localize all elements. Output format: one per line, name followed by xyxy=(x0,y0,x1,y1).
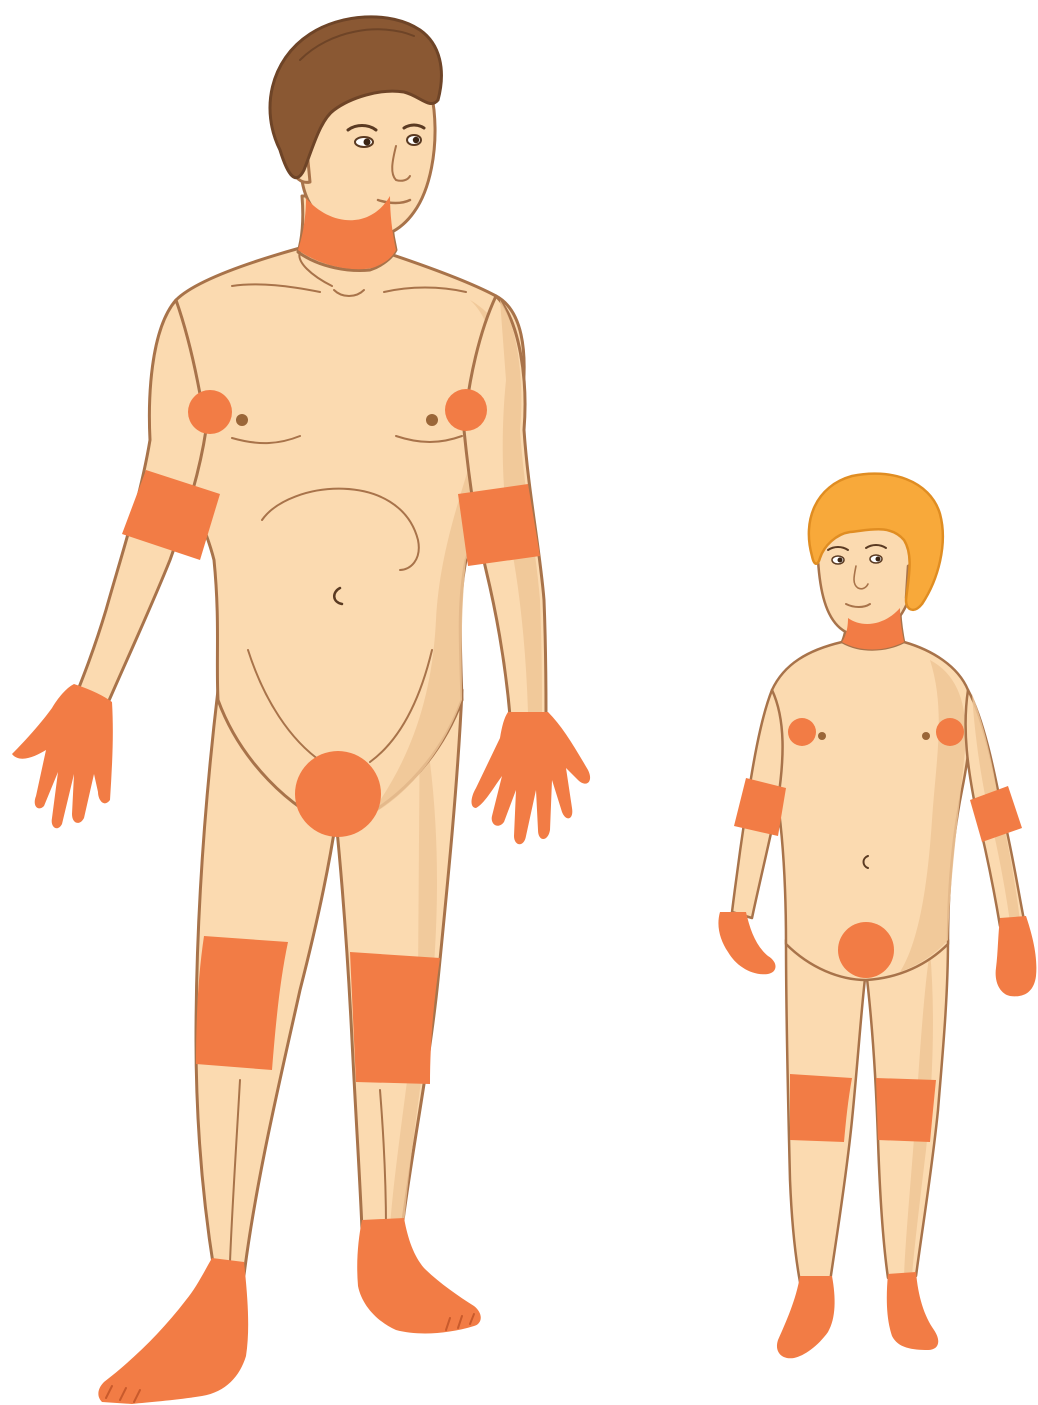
child-zone-armpit-left xyxy=(788,718,816,746)
child-zone-hand-left xyxy=(718,912,775,974)
adult-zone-groin xyxy=(295,751,381,837)
adult-figure xyxy=(12,17,590,1404)
child-zone-elbow-left xyxy=(734,778,786,836)
child-zone-groin xyxy=(838,922,894,978)
child-zone-foot-left xyxy=(777,1276,835,1358)
child-nipple-left xyxy=(818,732,826,740)
child-zone-foot-right xyxy=(887,1272,938,1350)
child-figure xyxy=(718,474,1036,1359)
child-zone-knee-right xyxy=(876,1078,936,1142)
child-zone-knee-left xyxy=(790,1074,852,1142)
adult-zone-knee-right xyxy=(350,952,440,1084)
adult-zone-armpit-right xyxy=(445,389,487,431)
adult-nipple-left xyxy=(236,414,248,426)
adult-zone-foot-left xyxy=(98,1258,248,1404)
adult-zone-hand-right xyxy=(472,712,591,844)
child-zone-hand-right xyxy=(996,916,1037,996)
adult-zone-elbow-right xyxy=(458,484,540,566)
adult-nipple-right xyxy=(426,414,438,426)
child-zone-armpit-right xyxy=(936,718,964,746)
child-nipple-right xyxy=(922,732,930,740)
adult-zone-armpit-left xyxy=(188,390,232,434)
adult-zone-hand-left xyxy=(12,684,113,828)
